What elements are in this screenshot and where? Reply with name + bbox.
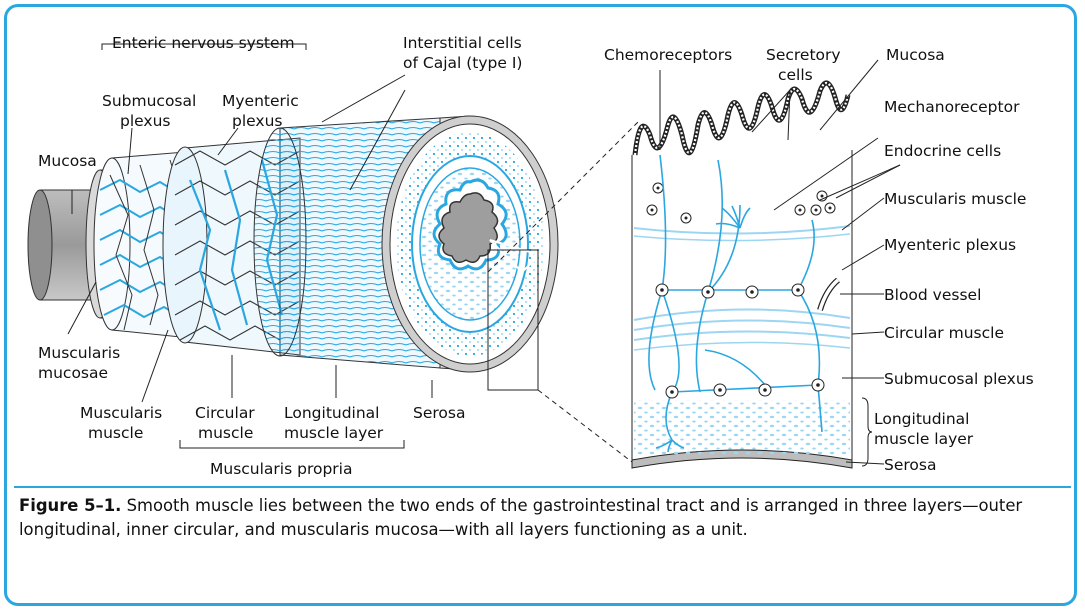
label-submucosal-2: plexus — [120, 112, 170, 130]
label-myenteric: Myenteric — [222, 92, 299, 110]
label-icc-2: of Cajal (type I) — [403, 54, 522, 72]
label-circular-2: muscle — [198, 424, 253, 442]
figure-caption: Figure 5–1. Smooth muscle lies between t… — [19, 494, 1065, 542]
label-longitudinal-right: Longitudinal — [874, 410, 970, 428]
label-endocrine: Endocrine cells — [884, 142, 1001, 160]
label-longitudinal-right-2: muscle layer — [874, 430, 974, 448]
label-serosa-right: Serosa — [884, 456, 936, 474]
label-mechanoreceptor: Mechanoreceptor — [884, 98, 1020, 116]
figure-label: Figure 5–1. — [19, 496, 121, 515]
label-mucosa-left: Mucosa — [38, 152, 97, 170]
label-blood-vessel: Blood vessel — [884, 286, 981, 304]
label-submucosal-right: Submucosal plexus — [884, 370, 1034, 388]
label-muscularis-muscle-right: Muscularis muscle — [884, 190, 1026, 208]
tube-illustration — [28, 116, 558, 372]
magnified-wall — [632, 83, 852, 468]
label-circular: Circular — [195, 404, 255, 422]
label-secretory: Secretory — [766, 46, 841, 64]
label-muscularis-mucosae-2: mucosae — [38, 364, 108, 382]
label-muscularis-propria: Muscularis propria — [210, 460, 352, 478]
label-longitudinal: Longitudinal — [284, 404, 380, 422]
label-muscularis-muscle: Muscularis — [80, 404, 162, 422]
label-submucosal: Submucosal — [102, 92, 196, 110]
label-enteric: Enteric nervous system — [112, 34, 295, 52]
label-muscularis-muscle-2: muscle — [88, 424, 143, 442]
label-mucosa-right: Mucosa — [886, 46, 945, 64]
label-myenteric-2: plexus — [232, 112, 282, 130]
label-icc: Interstitial cells — [403, 34, 522, 52]
label-myenteric-right: Myenteric plexus — [884, 236, 1016, 254]
label-secretory-2: cells — [778, 66, 813, 84]
caption-divider — [14, 486, 1071, 488]
label-chemoreceptors: Chemoreceptors — [604, 46, 732, 64]
caption-text: Smooth muscle lies between the two ends … — [19, 496, 1022, 539]
label-longitudinal-2: muscle layer — [284, 424, 384, 442]
label-serosa-left: Serosa — [413, 404, 465, 422]
label-circular-right: Circular muscle — [884, 324, 1004, 342]
label-muscularis-mucosae: Muscularis — [38, 344, 120, 362]
